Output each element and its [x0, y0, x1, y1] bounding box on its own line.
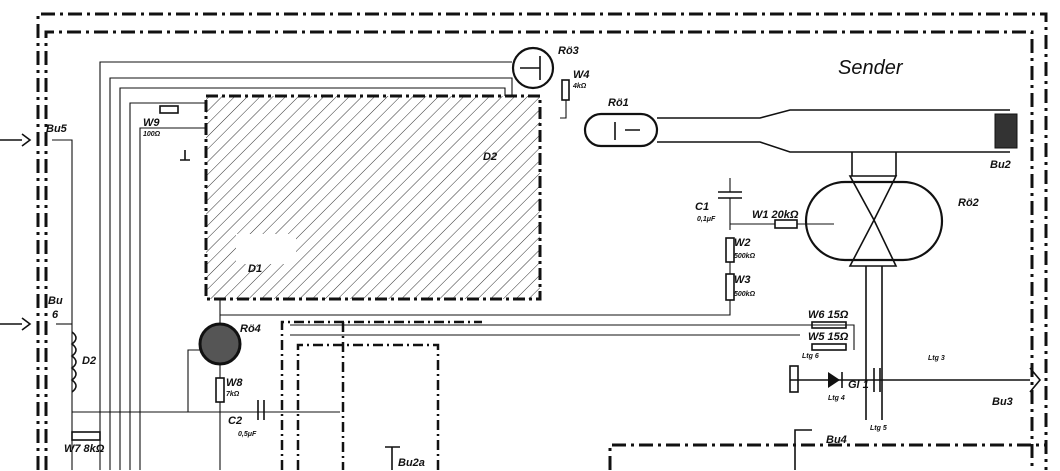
title-sender: Sender — [838, 57, 904, 79]
label-ro2: Rö2 — [958, 197, 979, 209]
label-ro3: Rö3 — [558, 45, 579, 57]
connector-bu6 — [0, 317, 32, 331]
label-c1: C1 — [695, 201, 709, 213]
resistor-w4 — [561, 79, 570, 101]
tube-ro4 — [198, 322, 242, 366]
label-ro1: Rö1 — [608, 97, 629, 109]
label-gl1: Gl 1 — [848, 379, 869, 391]
resistor-w2 — [725, 237, 735, 263]
capacitor-c2 — [257, 400, 265, 420]
choke-d2-left — [70, 331, 77, 393]
value-w2: 500kΩ — [734, 253, 756, 260]
shielded-oscillator-block — [204, 94, 542, 301]
resistor-w1 — [774, 219, 798, 229]
label-w7: W7 8kΩ — [64, 443, 105, 455]
inner-frame — [44, 30, 1034, 470]
value-c2: 0,5μF — [238, 431, 257, 438]
label-d2-block: D2 — [483, 151, 497, 163]
label-ltg5: Ltg 5 — [870, 425, 887, 432]
label-w6: W6 15Ω — [808, 309, 849, 321]
label-w9: W9 — [143, 117, 160, 129]
label-w5: W5 15Ω — [808, 331, 849, 343]
label-d1: D1 — [248, 263, 262, 275]
value-w4: 4kΩ — [572, 83, 587, 90]
label-c2: C2 — [228, 415, 242, 427]
value-w9: 100Ω — [143, 131, 161, 138]
label-bu3: Bu3 — [992, 396, 1013, 408]
label-ro4: Rö4 — [240, 323, 261, 335]
resistor-w9 — [159, 105, 179, 114]
outer-frame — [36, 12, 1048, 470]
resistor-w7 — [71, 431, 101, 441]
tube-ro1 — [583, 112, 659, 148]
label-d2-left: D2 — [82, 355, 96, 367]
value-c1: 0,1μF — [697, 216, 716, 223]
coax-line — [657, 109, 1010, 153]
label-bu2: Bu2 — [990, 159, 1011, 171]
label-bu6a: Bu — [48, 295, 63, 307]
label-w2: W2 — [734, 237, 751, 249]
coax-terminal — [994, 113, 1018, 149]
connector-bu5 — [0, 133, 32, 147]
label-bu5: Bu5 — [46, 123, 68, 135]
value-w8: 7kΩ — [226, 391, 240, 398]
label-w8: W8 — [226, 377, 243, 389]
label-w1: W1 20kΩ — [752, 209, 799, 221]
label-ltg3: Ltg 3 — [928, 355, 945, 362]
label-bu2a: Bu2a — [398, 457, 425, 469]
label-w4: W4 — [573, 69, 590, 81]
label-bu6b: 6 — [52, 309, 59, 321]
label-w3: W3 — [734, 274, 751, 286]
resistor-w8 — [215, 377, 225, 403]
resistor-w3 — [725, 273, 735, 301]
label-ltg4: Ltg 4 — [828, 395, 845, 402]
label-bu4: Bu4 — [826, 434, 847, 446]
label-ltg6: Ltg 6 — [802, 353, 819, 360]
value-w3: 500kΩ — [734, 291, 756, 298]
